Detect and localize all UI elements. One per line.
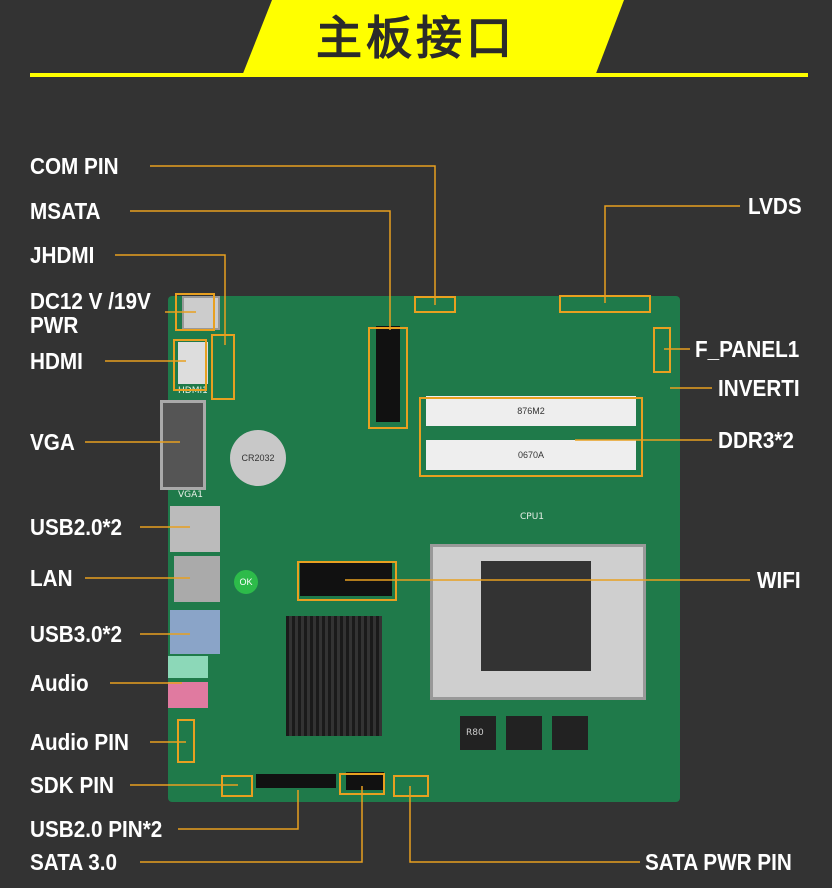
label-usb2: USB2.0*2 xyxy=(30,514,123,540)
header-banner: 主板接口 xyxy=(0,0,832,80)
audio-pink xyxy=(168,682,208,708)
label-sata-pwr-pin: SATA PWR PIN xyxy=(645,849,792,875)
cpu-silkscreen: CPU1 xyxy=(520,512,545,522)
audio-green xyxy=(168,656,208,678)
label-audio-pin: Audio PIN xyxy=(30,729,129,755)
lan-port xyxy=(174,556,220,602)
vga-silkscreen: VGA1 xyxy=(178,490,204,500)
label-usb2-pin: USB2.0 PIN*2 xyxy=(30,816,163,842)
hdmi-port xyxy=(178,342,208,384)
banner-graphic xyxy=(30,0,808,77)
motherboard: HDMI1 VGA1 CR2032 OK 876M2 0670A CPU1 R8… xyxy=(160,296,680,802)
usb2-port xyxy=(170,506,220,552)
label-pwr: PWR xyxy=(30,312,79,338)
msata-slot xyxy=(376,326,400,422)
sata-port xyxy=(346,772,384,790)
dimm-slot-1: 876M2 xyxy=(426,396,636,426)
label-usb3: USB3.0*2 xyxy=(30,621,123,647)
page-title: 主板接口 xyxy=(316,11,516,65)
wifi-slot xyxy=(300,562,392,596)
dimm-slot-2: 0670A xyxy=(426,440,636,470)
usb3-port xyxy=(170,610,220,654)
cmos-battery: CR2032 xyxy=(230,430,286,486)
heatsink xyxy=(286,616,382,736)
label-jhdmi: JHDMI xyxy=(30,242,95,268)
label-lan: LAN xyxy=(30,565,73,591)
label-wifi: WIFI xyxy=(757,567,801,593)
label-inverti: INVERTI xyxy=(718,375,800,401)
choke-marking: R80 xyxy=(466,728,484,738)
label-sdk-pin: SDK PIN xyxy=(30,772,114,798)
label-msata: MSATA xyxy=(30,198,101,224)
label-f-panel1: F_PANEL1 xyxy=(695,336,800,362)
vga-port xyxy=(160,400,206,490)
label-audio: Audio xyxy=(30,670,89,696)
chokes xyxy=(460,716,590,750)
label-lvds: LVDS xyxy=(748,193,802,219)
label-vga: VGA xyxy=(30,429,75,455)
usb2-pin-header xyxy=(256,774,336,788)
label-sata3: SATA 3.0 xyxy=(30,849,118,875)
label-dc-power: DC12 V /19V xyxy=(30,288,151,314)
label-hdmi: HDMI xyxy=(30,348,83,374)
ok-sticker: OK xyxy=(234,570,258,594)
label-ddr3: DDR3*2 xyxy=(718,427,794,453)
label-com-pin: COM PIN xyxy=(30,153,119,179)
